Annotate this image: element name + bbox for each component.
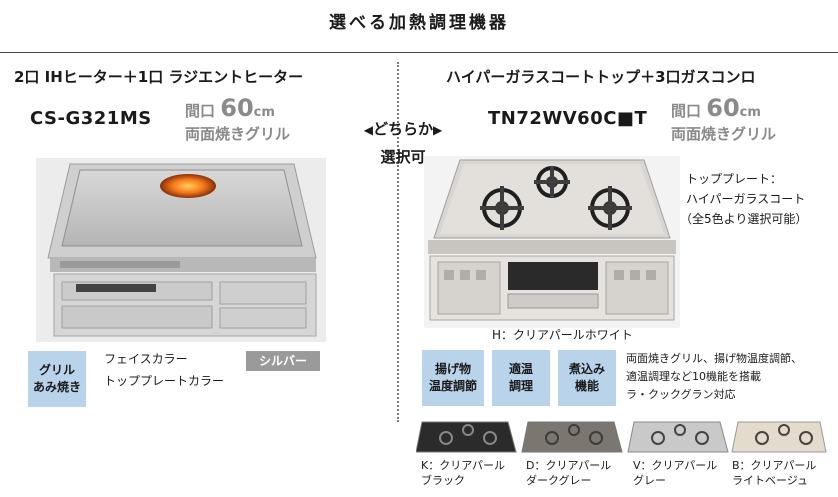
top-plate-note-2: ハイパーガラスコート	[686, 192, 806, 206]
width-value: 60	[220, 94, 254, 122]
width-unit: cm	[739, 105, 761, 120]
right-width-spec: 間口 60cm	[671, 94, 761, 122]
feature-line-1: 煮込み	[568, 362, 605, 376]
swatch-label-line-1: B：クリアパール	[732, 459, 817, 472]
selectable-label: 選択可	[380, 148, 426, 166]
silver-color-badge: シルバー	[246, 351, 320, 371]
top-plate-color-label: トッププレートカラー	[104, 374, 225, 388]
left-heading: 2口 IHヒーター＋1口 ラジエントヒーター	[14, 68, 304, 86]
left-width-spec: 間口 60cm	[185, 94, 275, 122]
width-label: 間口	[671, 102, 702, 120]
feature-line-2: 機能	[574, 379, 599, 393]
swatch-label-b: B：クリアパール ライトベージュ	[732, 458, 816, 488]
swatch-label-line-2: ブラック	[421, 474, 465, 487]
top-plate-note-3: （全5色より選択可能）	[680, 212, 808, 226]
badge-line-1: グリル	[38, 363, 75, 377]
badge-line-2: あみ焼き	[32, 380, 81, 394]
feature-line-2: 調理	[508, 379, 533, 393]
right-model-number: TN72WV60C■T	[488, 108, 648, 129]
swatch-label-line-2: ライトベージュ	[732, 474, 809, 487]
feature-badge-fry-temp: 揚げ物 温度調節	[422, 350, 484, 406]
feature-line-1: 揚げ物	[434, 362, 471, 376]
top-plate-note-1: トッププレート：	[686, 172, 783, 186]
width-unit: cm	[253, 105, 275, 120]
either-text: どちらか	[372, 120, 433, 138]
title-divider	[0, 52, 838, 53]
feature-line-1: 適温	[508, 362, 533, 376]
left-grill-label: 両面焼きグリル	[185, 125, 291, 143]
swatch-label-line-2: グレー	[633, 474, 666, 487]
feature-description-3: ラ・クックグラン対応	[626, 388, 736, 401]
left-triangle-icon: ◀	[363, 123, 373, 137]
swatch-label-d: D：クリアパール ダークグレー	[526, 458, 611, 488]
swatch-label-line-1: K：クリアパール	[421, 459, 505, 472]
swatch-label-v: V：クリアパール グレー	[633, 458, 717, 488]
either-choice-label: ◀どちらか▶	[343, 118, 463, 139]
swatch-label-line-1: D：クリアパール	[526, 459, 612, 472]
swatch-label-line-1: V：クリアパール	[633, 459, 718, 472]
feature-badge-optimal-temp: 適温 調理	[492, 350, 550, 406]
feature-description-1: 両面焼きグリル、揚げ物温度調節、	[626, 352, 802, 365]
ih-cooktop-image	[36, 158, 326, 342]
swatch-label-k: K：クリアパール ブラック	[421, 458, 505, 488]
right-triangle-icon: ▶	[433, 123, 443, 137]
left-model-number: CS-G321MS	[30, 108, 152, 129]
feature-badge-simmer: 煮込み 機能	[558, 350, 616, 406]
width-value: 60	[706, 94, 740, 122]
face-color-label: フェイスカラー	[104, 352, 188, 366]
color-swatches	[416, 421, 827, 453]
right-grill-label: 両面焼きグリル	[671, 125, 777, 143]
swatch-label-line-2: ダークグレー	[526, 474, 592, 487]
width-label: 間口	[185, 102, 216, 120]
swatch-light-beige	[731, 421, 827, 453]
feature-line-2: 温度調節	[428, 379, 477, 393]
gas-stove-image	[424, 156, 680, 328]
swatch-gray	[627, 421, 729, 453]
page-title: 選べる加熱調理機器	[329, 13, 509, 33]
grill-ami-yaki-badge: グリル あみ焼き	[28, 351, 86, 407]
color-h-label: H：クリアパールホワイト	[492, 328, 633, 342]
swatch-dark-gray	[521, 421, 623, 453]
feature-description-2: 適温調理など10機能を搭載	[626, 370, 761, 383]
swatch-black	[416, 421, 517, 453]
right-heading: ハイパーガラスコートトップ＋3口ガスコンロ	[446, 68, 756, 86]
center-dotted-divider	[397, 62, 399, 422]
